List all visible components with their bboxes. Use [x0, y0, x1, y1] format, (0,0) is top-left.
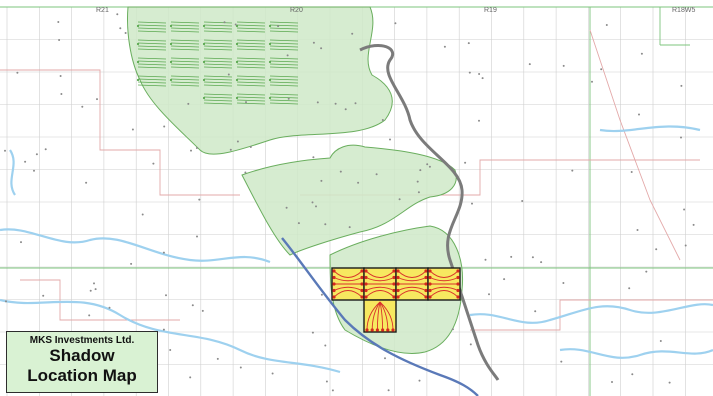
map-title-line1: Shadow — [49, 346, 115, 365]
shadow-area-middle — [241, 144, 457, 256]
range-label-r20: R20 — [290, 7, 303, 14]
shadow-location-section[interactable] — [395, 267, 429, 301]
existing-well-pads — [136, 21, 299, 105]
shadow-locations[interactable] — [331, 267, 461, 333]
highway — [359, 44, 500, 381]
rivers — [0, 125, 713, 374]
range-label-r21: R21 — [96, 7, 109, 14]
shadow-location-section[interactable] — [363, 299, 397, 333]
range-label-r18w5: R18W5 — [672, 7, 695, 14]
shadow-location-section[interactable] — [331, 267, 365, 301]
railway — [281, 237, 479, 396]
company-name: MKS Investments Ltd. — [29, 335, 135, 346]
range-label-r19: R19 — [484, 7, 497, 14]
map-title-box: MKS Investments Ltd. Shadow Location Map — [6, 331, 158, 393]
shadow-location-section[interactable] — [427, 267, 461, 301]
shadow-location-section[interactable] — [363, 267, 397, 301]
map-title-line2: Location Map — [27, 366, 137, 385]
